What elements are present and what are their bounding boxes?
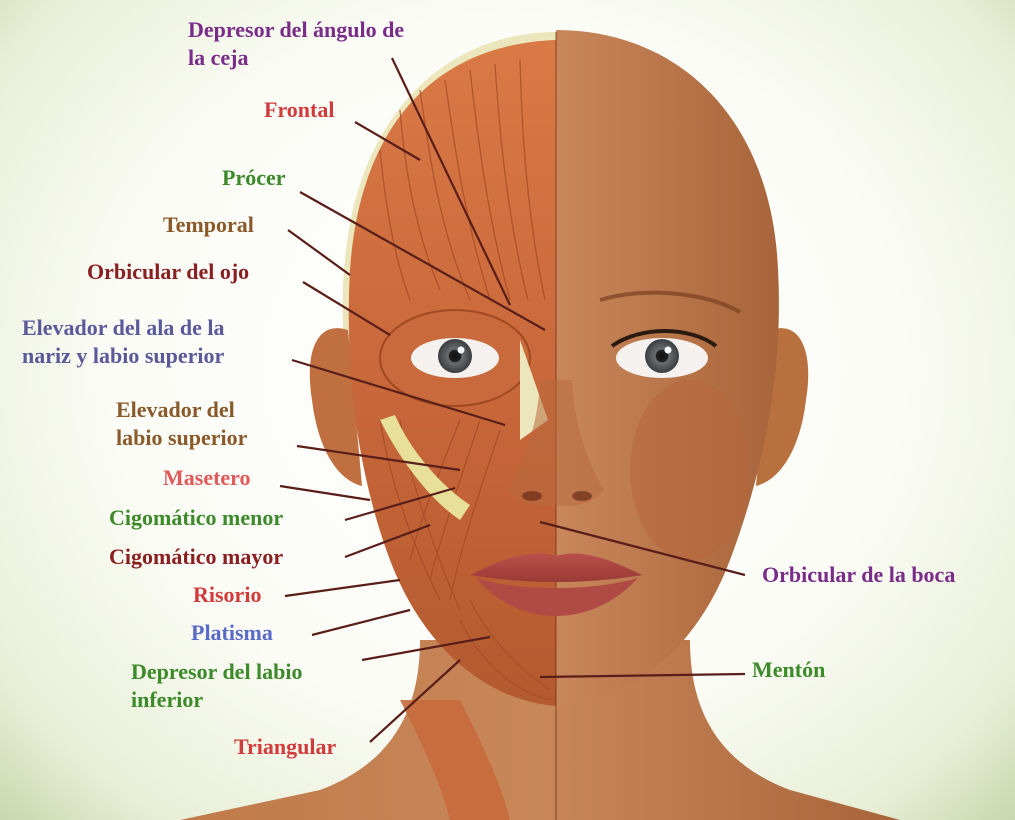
leader-line-cigomatico-mayor	[345, 525, 430, 557]
label-orbicular-ojo: Orbicular del ojo	[87, 258, 249, 286]
label-triangular: Triangular	[234, 733, 336, 761]
leader-line-risorio	[285, 580, 400, 596]
leader-line-orbicular-ojo	[303, 282, 390, 335]
leader-line-procer	[300, 192, 545, 330]
leader-line-menton	[540, 674, 745, 677]
leader-line-cigomatico-menor	[345, 488, 455, 520]
label-platisma: Platisma	[191, 619, 273, 647]
leader-line-platisma	[312, 610, 410, 635]
label-depresor-angulo-ceja: Depresor del ángulo de la ceja	[188, 16, 404, 72]
leader-line-orbicular-boca	[540, 522, 745, 575]
leader-line-temporal	[288, 230, 350, 275]
label-cigomatico-mayor: Cigomático mayor	[109, 543, 283, 571]
label-orbicular-boca: Orbicular de la boca	[762, 561, 955, 589]
label-frontal: Frontal	[264, 96, 334, 124]
label-temporal: Temporal	[163, 211, 254, 239]
leader-line-elevador-labio	[297, 446, 460, 470]
leader-line-elevador-ala	[292, 360, 505, 425]
label-elevador-labio-superior: Elevador del labio superior	[116, 396, 247, 452]
leader-line-depresor-angulo-ceja	[392, 58, 510, 305]
label-depresor-labio-inferior: Depresor del labio inferior	[131, 658, 303, 714]
leader-line-depresor-labio	[362, 637, 490, 660]
label-masetero: Masetero	[163, 464, 251, 492]
label-menton: Mentón	[752, 656, 825, 684]
leader-line-triangular	[370, 660, 460, 742]
label-procer: Prócer	[222, 164, 286, 192]
label-elevador-ala-nariz: Elevador del ala de la nariz y labio sup…	[22, 314, 225, 370]
leader-line-frontal	[355, 122, 420, 160]
label-risorio: Risorio	[193, 581, 261, 609]
leader-line-masetero	[280, 486, 370, 500]
label-cigomatico-menor: Cigomático menor	[109, 504, 283, 532]
